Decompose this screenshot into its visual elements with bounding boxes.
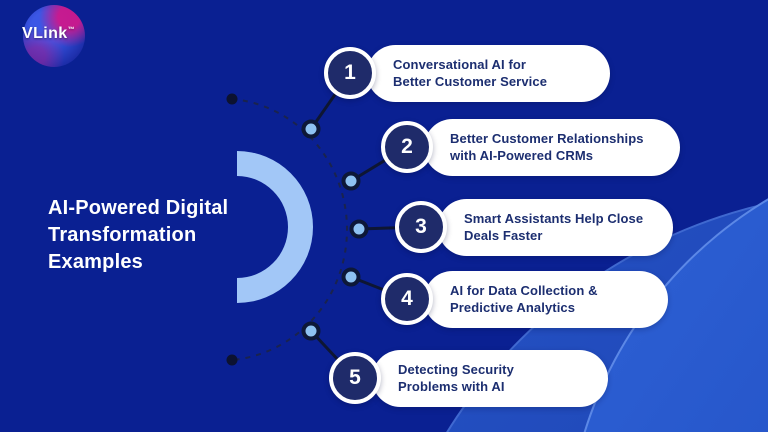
step-1-label-line2: Better Customer Service xyxy=(393,73,548,89)
trademark-symbol: ™ xyxy=(67,26,75,34)
title-line-1: AI-Powered Digital xyxy=(48,197,229,219)
step-4-label-line2: Predictive Analytics xyxy=(450,299,576,315)
step-number-badge-5: 5 xyxy=(329,352,381,404)
globe-logo-icon xyxy=(23,5,85,67)
step-3-label-line1: Smart Assistants Help Close xyxy=(464,211,644,226)
half-ring-icon xyxy=(237,151,313,303)
arc-end-dot-icon xyxy=(226,93,238,366)
page-title: AI-Powered Digital Transformation Exampl… xyxy=(48,195,278,276)
step-5-number: 5 xyxy=(349,366,361,389)
step-3-number: 3 xyxy=(415,215,427,238)
title-line-3: Examples xyxy=(48,251,143,273)
dashed-arc xyxy=(231,98,348,361)
step-pill-1: Conversational AI for Better Customer Se… xyxy=(367,45,610,102)
step-number-badge-2: 2 xyxy=(381,121,433,173)
step-4-number: 4 xyxy=(401,287,413,310)
node-dot-icon xyxy=(301,119,369,341)
brand-logo-text: VLink™ xyxy=(22,25,75,43)
step-2-label-line1: Better Customer Relationships xyxy=(450,131,644,146)
step-number-badge-4: 4 xyxy=(381,273,433,325)
step-1-label-line1: Conversational AI for xyxy=(393,57,527,72)
step-5-label-line1: Detecting Security xyxy=(398,362,514,377)
step-number-badge-3: 3 xyxy=(395,201,447,253)
step-pill-2: Better Customer Relationships with AI-Po… xyxy=(424,119,680,176)
step-5-label-line2: Problems with AI xyxy=(398,378,505,394)
title-line-2: Transformation xyxy=(48,224,197,246)
step-1-number: 1 xyxy=(344,61,356,84)
step-2-number: 2 xyxy=(401,135,413,158)
step-pill-3: Smart Assistants Help Close Deals Faster xyxy=(438,199,673,256)
step-number-badge-1: 1 xyxy=(324,47,376,99)
step-pill-4: AI for Data Collection & Predictive Anal… xyxy=(424,271,668,328)
step-pill-5: Detecting Security Problems with AI xyxy=(372,350,608,407)
step-4-label-line1: AI for Data Collection & xyxy=(450,283,598,298)
brand-name: VLink xyxy=(22,25,68,42)
step-2-label-line2: with AI-Powered CRMs xyxy=(450,147,594,163)
step-3-label-line2: Deals Faster xyxy=(464,227,543,243)
